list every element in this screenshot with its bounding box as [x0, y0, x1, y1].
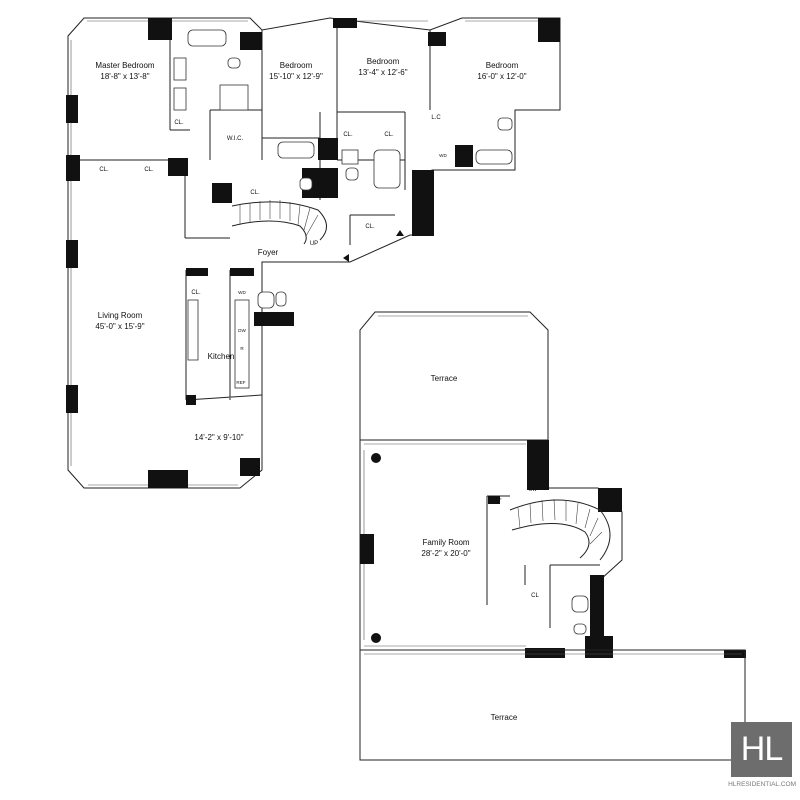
family-room-walls — [359, 439, 746, 658]
closet-tags: CL. CL. CL. CL. CL. CL. CL. CL. CL. L.C … — [99, 115, 539, 599]
bedroom-3-dims: 13'-4" x 12'-6" — [358, 68, 407, 77]
bedroom-2-label: Bedroom 15'-10" x 12'-9" — [269, 61, 323, 81]
upper-staircase — [231, 200, 327, 245]
master-bedroom-label: Master Bedroom 18'-8" x 13'-8" — [95, 61, 154, 81]
kitchen-name: Kitchen — [208, 352, 235, 361]
bedroom-4-dims: 16'-0" x 12'-0" — [477, 72, 526, 81]
lower-terrace-name: Terrace — [491, 713, 518, 722]
bedroom-2-dims: 15'-10" x 12'-9" — [269, 72, 323, 81]
family-room-dims: 28'-2" x 20'-0" — [421, 549, 470, 558]
dumbwaiter-tag: DW — [529, 487, 537, 492]
logo-text: HL — [740, 730, 783, 768]
family-room-name: Family Room — [422, 538, 469, 547]
master-bedroom-name: Master Bedroom — [95, 61, 154, 70]
website-caption: HLRESIDENTIAL.COM — [728, 781, 796, 788]
bedroom-2-name: Bedroom — [280, 61, 313, 70]
brand-logo: HL — [731, 722, 792, 777]
upper-fixtures — [173, 29, 513, 389]
master-bedroom-dims: 18'-8" x 13'-8" — [100, 72, 149, 81]
bedroom-3-name: Bedroom — [367, 57, 400, 66]
closet-tag: CL. — [365, 224, 375, 230]
closet-tag: CL. — [191, 290, 201, 296]
apartment-walls — [66, 17, 561, 489]
washer-dryer-tag: WD — [238, 290, 246, 295]
entry-arrow-icon — [396, 230, 404, 236]
entry-arrow-icon — [343, 254, 349, 262]
closet-tag: CL. — [250, 190, 260, 196]
closet-tag: CL. — [99, 167, 109, 173]
lower-terrace-outline — [359, 649, 746, 761]
refrigerator-tag: REF — [236, 380, 245, 385]
refrigerator-tag: REF — [492, 497, 501, 502]
closet-tag: CL. — [144, 167, 154, 173]
closet-tag: CL. — [174, 120, 184, 126]
linen-closet-tag: L.C — [431, 115, 441, 121]
kitchen-dims: 14'-2" x 9'-10" — [194, 433, 243, 442]
upper-terrace-name: Terrace — [431, 374, 458, 383]
closet-tag: CL. — [384, 132, 394, 138]
living-room-dims: 45'-0" x 15'-9" — [95, 322, 144, 331]
walk-in-closet-tag: W.I.C. — [227, 136, 244, 142]
bedroom-4-name: Bedroom — [486, 61, 519, 70]
bedroom-3-label: Bedroom 13'-4" x 12'-6" — [358, 57, 407, 77]
appliance-tags: WD WD DW R REF REF DW — [236, 153, 537, 502]
living-room-label: Living Room 45'-0" x 15'-9" — [95, 311, 144, 331]
bedroom-4-label: Bedroom 16'-0" x 12'-0" — [477, 61, 526, 81]
dishwasher-tag: DW — [238, 328, 246, 333]
closet-tag: CL. — [343, 132, 353, 138]
washer-dryer-tag: WD — [439, 153, 447, 158]
closet-tag: CL. — [324, 148, 334, 154]
family-room-staircase — [509, 498, 611, 561]
foyer-name: Foyer — [258, 248, 279, 257]
range-tag: R — [240, 346, 244, 351]
family-room-label: Family Room 28'-2" x 20'-0" — [421, 538, 470, 558]
living-room-name: Living Room — [98, 311, 143, 320]
stairs-up-tag: UP — [310, 241, 318, 247]
closet-tag: CL — [531, 593, 539, 599]
